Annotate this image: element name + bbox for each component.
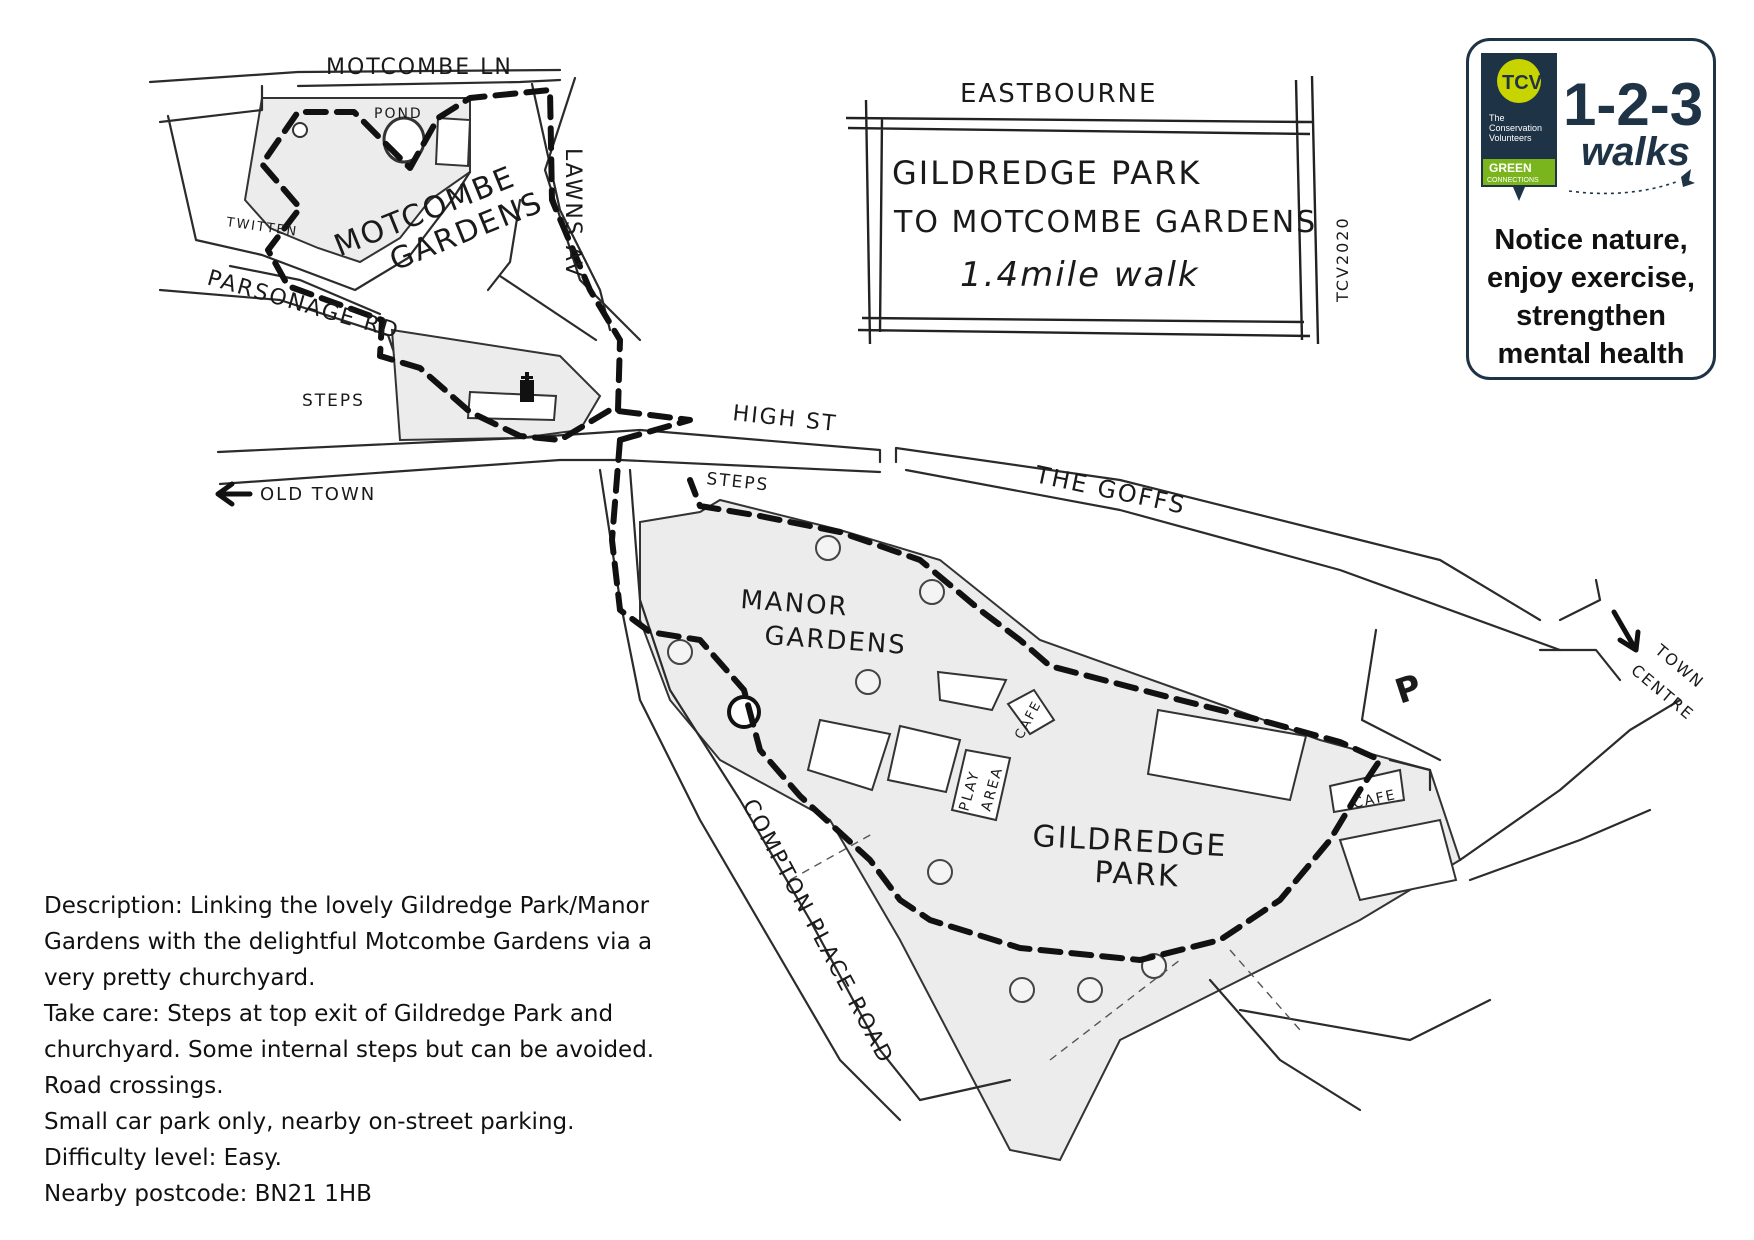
butterfly-icon <box>1681 169 1695 187</box>
tree-icon <box>1077 977 1103 1003</box>
tcv-full-1: The <box>1489 113 1505 123</box>
green-label-1: GREEN <box>1489 161 1532 175</box>
church-cross-icon <box>520 372 534 402</box>
description-line: churchyard. Some internal steps but can … <box>44 1037 655 1063</box>
tcv-full-2: Conservation <box>1489 123 1542 133</box>
parking-label: P <box>1390 666 1428 712</box>
high-st-label: HIGH ST <box>731 401 838 437</box>
walk-description: Description: Linking the lovely Gildredg… <box>44 888 704 1212</box>
tree-icon <box>815 535 841 561</box>
description-line: Gardens with the delightful Motcombe Gar… <box>44 929 653 955</box>
green-connections-badge <box>1483 159 1555 185</box>
trees <box>667 535 1167 1003</box>
tree-icon <box>667 639 693 665</box>
green-label-2: CONNECTIONS <box>1487 177 1539 184</box>
tree-icon <box>1009 977 1035 1003</box>
gildredge-park-area <box>639 498 1462 1162</box>
tcv-123-walks-logo: TCV The Conservation Volunteers GREEN CO… <box>1466 38 1716 380</box>
parsonage-rd-label: PARSONAGE RD <box>204 266 402 345</box>
description-line: Take care: Steps at top exit of Gildredg… <box>44 1001 614 1027</box>
footpath-dashed <box>789 833 1301 1061</box>
tagline-line: mental health <box>1497 338 1685 370</box>
numbers-label: 1-2-3 <box>1563 71 1703 138</box>
car-park-edge <box>1360 628 1442 762</box>
old-town-arrow-icon <box>215 481 253 507</box>
title-box-frame <box>845 75 1320 345</box>
walk-route <box>609 437 1383 963</box>
manor-building-1 <box>936 670 1008 712</box>
description-line: Description: Linking the lovely Gildredg… <box>44 893 650 919</box>
title-line-2: TO MOTCOMBE GARDENS <box>893 205 1317 240</box>
ditton-rd-road <box>1458 698 1682 882</box>
manor-building-2 <box>806 718 892 792</box>
steps-church-label: STEPS <box>302 391 365 411</box>
high-st-road <box>216 428 882 486</box>
the-goffs-road <box>894 446 1562 652</box>
old-town-label: OLD TOWN <box>260 484 376 505</box>
tree-icon <box>855 669 881 695</box>
cafe-building-2 <box>1328 768 1406 814</box>
title-line-3: 1.4mile walk <box>960 255 1200 295</box>
walk-route-north <box>259 87 693 443</box>
butterfly-trail <box>1568 180 1680 195</box>
tagline-line: enjoy exercise, <box>1487 262 1695 294</box>
park-south-road <box>918 978 1492 1112</box>
lawns-av-label: LAWNS AV <box>560 148 585 278</box>
tcv-badge <box>1497 59 1541 103</box>
parking-stub <box>1388 758 1432 792</box>
the-goffs-label: THE GOFFS <box>1032 460 1189 519</box>
town-centre-road <box>1538 578 1622 682</box>
tagline-line: strengthen <box>1516 300 1666 332</box>
tagline-line: Notice nature, <box>1494 224 1688 256</box>
cafe-building-1 <box>1006 688 1056 736</box>
motcombe-building <box>434 116 472 168</box>
description-line: Nearby postcode: BN21 1HB <box>44 1181 372 1207</box>
description-line: Small car park only, nearby on-street pa… <box>44 1109 575 1135</box>
play-area-box <box>950 748 1012 822</box>
tree-icon <box>919 579 945 605</box>
description-line: Difficulty level: Easy. <box>44 1145 282 1171</box>
gildredge-building-1 <box>1146 708 1308 802</box>
walks-label: walks <box>1581 130 1690 174</box>
title-line-1: GILDREDGE PARK <box>892 154 1201 192</box>
gildredge-building-2 <box>1338 818 1458 902</box>
motcombe-ln-label: MOTCOMBE LN <box>326 55 513 80</box>
gildredge-park-label-2: PARK <box>1094 855 1181 894</box>
tree-icon <box>927 859 953 885</box>
motcombe-ln-road <box>148 68 562 124</box>
title-credit: TCV2020 <box>1333 216 1352 303</box>
tcv-short: TCV <box>1502 72 1543 94</box>
logo-graphic: TCV The Conservation Volunteers GREEN CO… <box>1481 53 1703 201</box>
title-town: EASTBOURNE <box>960 79 1157 109</box>
town-centre-arrow-icon <box>1611 609 1641 653</box>
manor-building-3 <box>886 724 962 794</box>
pond-label: POND <box>374 106 423 122</box>
steps-park-label: STEPS <box>705 469 770 495</box>
logo-tagline: Notice nature, enjoy exercise, strengthe… <box>1469 221 1713 373</box>
motcombe-feature <box>292 122 308 138</box>
title-box: EASTBOURNE GILDREDGE PARK TO MOTCOMBE GA… <box>845 75 1352 345</box>
description-line: Road crossings. <box>44 1073 224 1099</box>
description-line: very pretty churchyard. <box>44 965 316 991</box>
tcv-full-3: Volunteers <box>1489 133 1532 143</box>
